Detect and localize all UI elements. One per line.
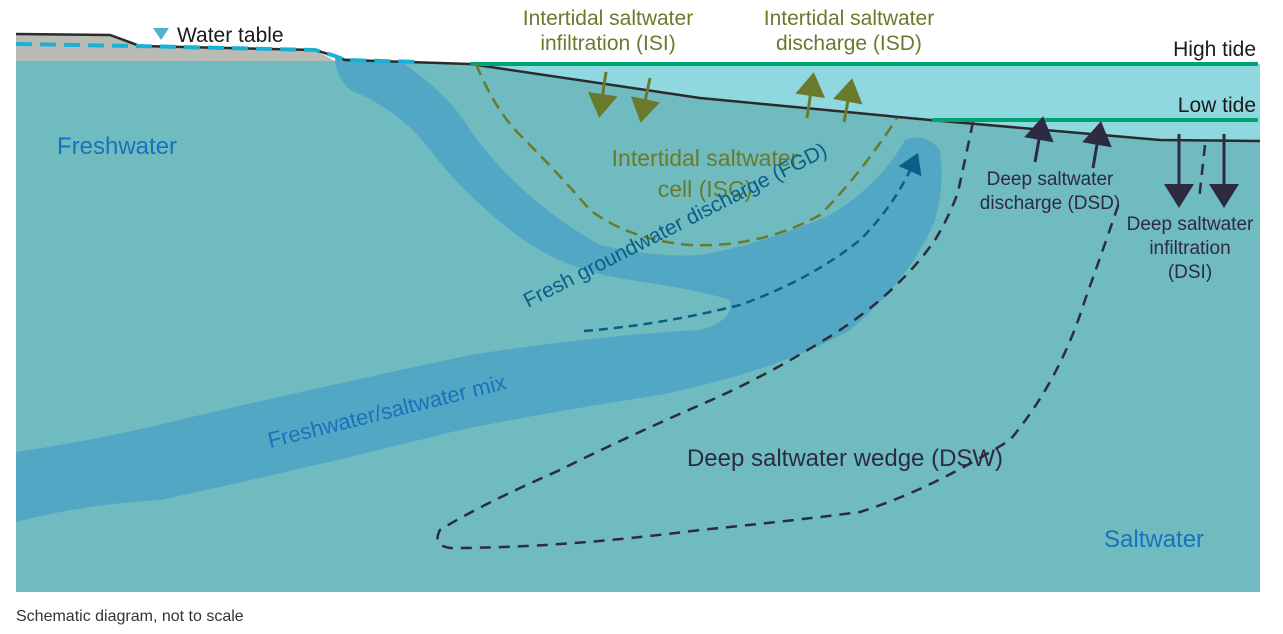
isi-label-line1: Intertidal saltwater [523,7,693,30]
isc-label-line2: cell (ISC) [658,176,753,202]
caption: Schematic diagram, not to scale [16,608,244,625]
fgd-arrow [583,152,922,333]
water-table-line [15,42,421,64]
dsi-label-line2: infiltration [1149,238,1230,259]
aquifer [16,58,1260,592]
isc-boundary [474,63,899,247]
water-table-icon [153,28,169,40]
isd-label-line1: Intertidal saltwater [764,7,934,30]
mix-zone [16,58,942,522]
freshwater-label: Freshwater [57,133,177,160]
isc-label-line1: Intertidal saltwater [612,145,799,171]
isd-arrow [833,78,863,123]
dsd-arrow [1082,121,1112,169]
isi-label-line2: infiltration (ISI) [540,32,675,55]
dsw-boundary [436,121,1122,550]
dsi-label-line3: (DSI) [1168,262,1212,283]
dsd-arrow [1024,116,1054,163]
dsd-label-line2: discharge (DSD) [980,193,1120,214]
isd-label-line2: discharge (ISD) [776,32,922,55]
ground-surface-line [15,32,1261,143]
dsi-label-line1: Deep saltwater [1127,214,1254,235]
dsd-label-line1: Deep saltwater [987,169,1114,190]
isi-arrow [630,77,661,123]
water-table-label: Water table [177,24,284,47]
isi-arrow [587,71,618,118]
dsi-dashed-divider [1197,144,1207,201]
high-tide-label: High tide [1173,38,1256,61]
isd-arrow [795,72,826,119]
saltwater-label: Saltwater [1104,526,1204,553]
dsw-label: Deep saltwater wedge (DSW) [687,445,1003,472]
low-tide-label: Low tide [1178,94,1256,117]
groundwater-diagram: Water table High tide Low tide Intertida… [15,7,1261,592]
